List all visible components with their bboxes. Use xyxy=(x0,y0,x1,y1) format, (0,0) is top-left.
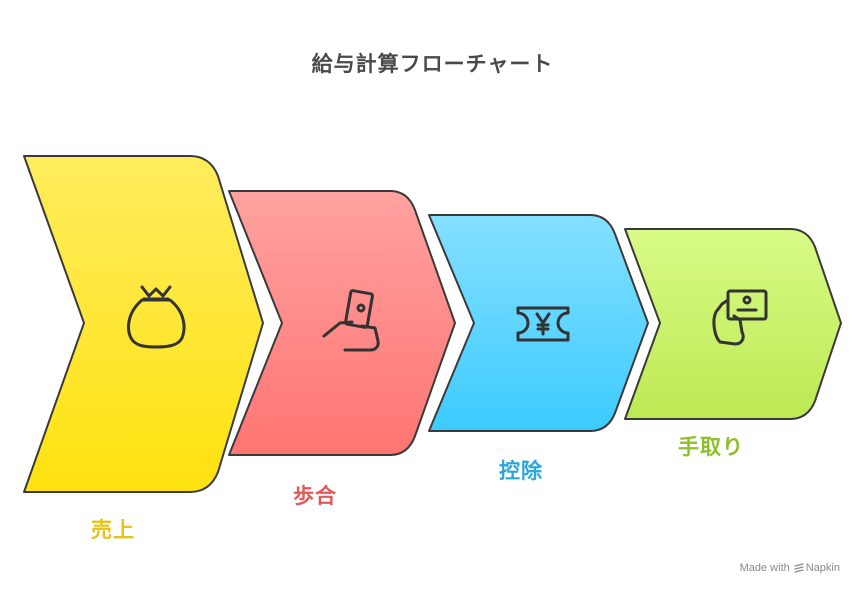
diagram-title: 給与計算フローチャート xyxy=(311,52,554,76)
hand-holding-cash-icon xyxy=(322,289,380,352)
yen-ticket-icon xyxy=(516,306,570,342)
credit-text: Made with xyxy=(739,562,790,574)
made-with-credit[interactable]: Made with Napkin xyxy=(740,562,840,574)
step-take-home-label: 手取り xyxy=(678,435,744,459)
hand-with-id-card-icon xyxy=(712,289,768,346)
step-commission-label: 歩合 xyxy=(293,484,337,508)
credit-brand-name: Napkin xyxy=(805,562,840,574)
step-take-home-shape xyxy=(624,228,842,420)
money-bag-icon xyxy=(127,285,186,349)
step-deductions-label: 控除 xyxy=(499,459,543,483)
step-commission-shape xyxy=(228,190,456,456)
credit-brand: Napkin xyxy=(794,562,840,574)
step-deductions-shape xyxy=(428,214,649,432)
step-sales-label: 売上 xyxy=(91,518,135,542)
napkin-logo-icon xyxy=(794,563,804,573)
step-sales-shape xyxy=(23,155,264,493)
